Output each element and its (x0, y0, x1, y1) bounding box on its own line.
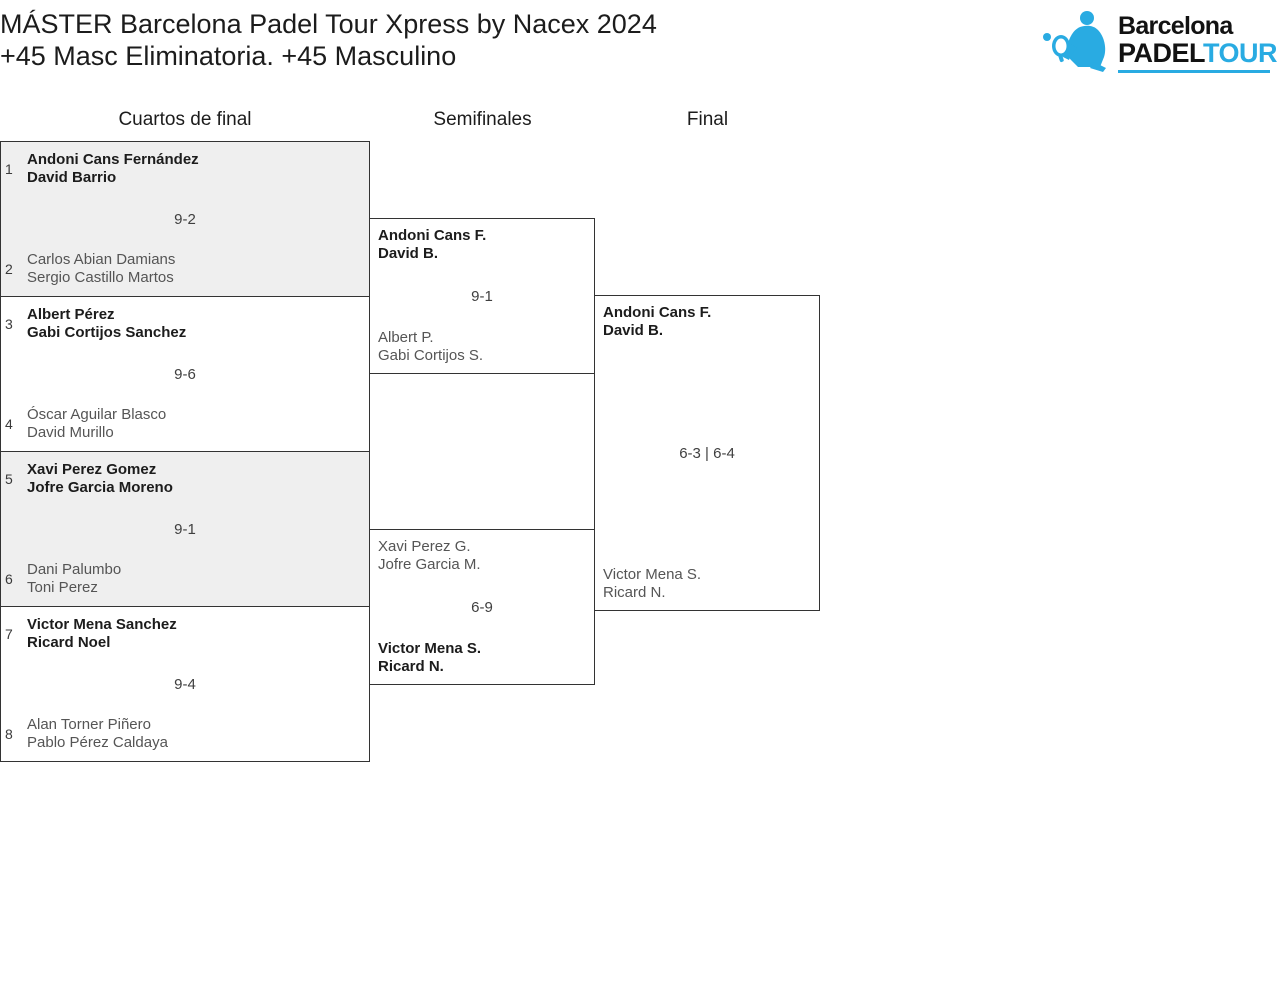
player-name: Gabi Cortijos Sanchez (27, 324, 187, 341)
logo-word-tour: TOUR (1203, 38, 1278, 68)
round-heading-final: Final (686, 109, 729, 130)
player-name: Carlos Abian Damians (27, 251, 176, 268)
match-quarterfinal-4[interactable]: 7 Victor Mena Sanchez Ricard Noel 9-4 8 … (0, 606, 370, 762)
match-score: 6-3 | 6-4 (679, 445, 735, 462)
team-names: Victor Mena Sanchez Ricard Noel (27, 616, 369, 652)
player-name: Sergio Castillo Martos (27, 269, 174, 286)
player-name: Jofre Garcia M. (378, 556, 481, 573)
match-score: 9-1 (471, 288, 493, 305)
match-team-bottom[interactable]: 4 Óscar Aguilar Blasco David Murillo (1, 406, 369, 442)
player-name: David Murillo (27, 424, 114, 441)
team-names: Victor Mena S. Ricard N. (378, 640, 594, 676)
seed-number: 4 (5, 416, 13, 432)
match-team-bottom[interactable]: Victor Mena S. Ricard N. (370, 640, 594, 676)
page-header: MÁSTER Barcelona Padel Tour Xpress by Na… (0, 0, 1280, 86)
player-name: Victor Mena S. (378, 640, 482, 657)
match-quarterfinal-3[interactable]: 5 Xavi Perez Gomez Jofre Garcia Moreno 9… (0, 451, 370, 607)
match-score: 9-6 (174, 366, 196, 383)
player-name: Pablo Pérez Caldaya (27, 734, 168, 751)
player-name: Dani Palumbo (27, 561, 122, 578)
match-final[interactable]: Andoni Cans F. David B. 6-3 | 6-4 Victor… (594, 295, 820, 611)
team-names: Victor Mena S. Ricard N. (603, 566, 819, 602)
player-name: Victor Mena Sanchez (27, 616, 177, 633)
match-team-top[interactable]: Xavi Perez G. Jofre Garcia M. (370, 538, 594, 574)
logo-word-padel: PADEL (1118, 38, 1204, 68)
player-name: Albert Pérez (27, 306, 115, 323)
logo-underline (1118, 70, 1270, 73)
player-name: David B. (378, 245, 439, 262)
player-name: David B. (603, 322, 664, 339)
logo-word-padeltour: PADELTOUR (1118, 38, 1278, 68)
match-quarterfinal-2[interactable]: 3 Albert Pérez Gabi Cortijos Sanchez 9-6… (0, 296, 370, 452)
padel-player-icon (1043, 11, 1106, 72)
logo-word-barcelona: Barcelona (1118, 12, 1233, 40)
team-names: Alan Torner Piñero Pablo Pérez Caldaya (27, 716, 369, 752)
seed-number: 3 (5, 316, 13, 332)
player-name: Victor Mena S. (603, 566, 702, 583)
player-name: Toni Perez (27, 579, 98, 596)
match-score: 6-9 (471, 599, 493, 616)
tournament-bracket: 1 Andoni Cans Fernández David Barrio 9-2… (0, 141, 830, 781)
match-team-bottom[interactable]: Albert P. Gabi Cortijos S. (370, 329, 594, 365)
team-names: Andoni Cans F. David B. (378, 227, 594, 263)
team-names: Carlos Abian Damians Sergio Castillo Mar… (27, 251, 369, 287)
team-names: Xavi Perez G. Jofre Garcia M. (378, 538, 594, 574)
player-name: Andoni Cans Fernández (27, 151, 199, 168)
match-quarterfinal-1[interactable]: 1 Andoni Cans Fernández David Barrio 9-2… (0, 141, 370, 297)
match-score: 9-1 (174, 521, 196, 538)
match-team-bottom[interactable]: 2 Carlos Abian Damians Sergio Castillo M… (1, 251, 369, 287)
tournament-title-line-1: MÁSTER Barcelona Padel Tour Xpress by Na… (0, 9, 657, 39)
match-semifinal-2[interactable]: Xavi Perez G. Jofre Garcia M. 6-9 Victor… (369, 529, 595, 685)
team-names: Dani Palumbo Toni Perez (27, 561, 369, 597)
match-team-top[interactable]: 5 Xavi Perez Gomez Jofre Garcia Moreno (1, 461, 369, 497)
match-team-top[interactable]: Andoni Cans F. David B. (595, 304, 819, 340)
player-name: Xavi Perez G. (378, 538, 471, 555)
player-name: Ricard Noel (27, 634, 111, 651)
barcelona-padel-tour-logo: Barcelona PADELTOUR (1040, 8, 1278, 76)
player-name: Alan Torner Piñero (27, 716, 151, 733)
player-name: Andoni Cans F. (603, 304, 712, 321)
player-name: Óscar Aguilar Blasco (27, 406, 167, 423)
page-title: MÁSTER Barcelona Padel Tour Xpress by Na… (0, 8, 900, 72)
player-name: Xavi Perez Gomez (27, 461, 157, 478)
round-heading-semifinals: Semifinales (433, 109, 532, 130)
match-team-top[interactable]: 3 Albert Pérez Gabi Cortijos Sanchez (1, 306, 369, 342)
player-name: Jofre Garcia Moreno (27, 479, 173, 496)
match-team-top[interactable]: 7 Victor Mena Sanchez Ricard Noel (1, 616, 369, 652)
seed-number: 1 (5, 161, 13, 177)
match-team-bottom[interactable]: 6 Dani Palumbo Toni Perez (1, 561, 369, 597)
player-name: David Barrio (27, 169, 117, 186)
player-name: Ricard N. (603, 584, 666, 601)
seed-number: 7 (5, 626, 13, 642)
seed-number: 6 (5, 571, 13, 587)
match-team-top[interactable]: Andoni Cans F. David B. (370, 227, 594, 263)
team-names: Andoni Cans F. David B. (603, 304, 819, 340)
logo-wordmark: Barcelona PADELTOUR (1118, 12, 1278, 68)
seed-number: 8 (5, 726, 13, 742)
match-semifinal-1[interactable]: Andoni Cans F. David B. 9-1 Albert P. Ga… (369, 218, 595, 374)
match-team-top[interactable]: 1 Andoni Cans Fernández David Barrio (1, 151, 369, 187)
player-name: Gabi Cortijos S. (378, 347, 484, 364)
round-heading-quarterfinals: Cuartos de final (118, 109, 252, 130)
tournament-title-line-2: +45 Masc Eliminatoria. +45 Masculino (0, 41, 457, 71)
seed-number: 2 (5, 261, 13, 277)
match-team-bottom[interactable]: Victor Mena S. Ricard N. (595, 566, 819, 602)
match-team-bottom[interactable]: 8 Alan Torner Piñero Pablo Pérez Caldaya (1, 716, 369, 752)
team-names: Albert Pérez Gabi Cortijos Sanchez (27, 306, 369, 342)
player-name: Albert P. (378, 329, 434, 346)
team-names: Andoni Cans Fernández David Barrio (27, 151, 369, 187)
team-names: Óscar Aguilar Blasco David Murillo (27, 406, 369, 442)
match-score: 9-4 (174, 676, 196, 693)
team-names: Xavi Perez Gomez Jofre Garcia Moreno (27, 461, 369, 497)
team-names: Albert P. Gabi Cortijos S. (378, 329, 594, 365)
player-name: Andoni Cans F. (378, 227, 487, 244)
match-score: 9-2 (174, 211, 196, 228)
player-name: Ricard N. (378, 658, 444, 675)
seed-number: 5 (5, 471, 13, 487)
